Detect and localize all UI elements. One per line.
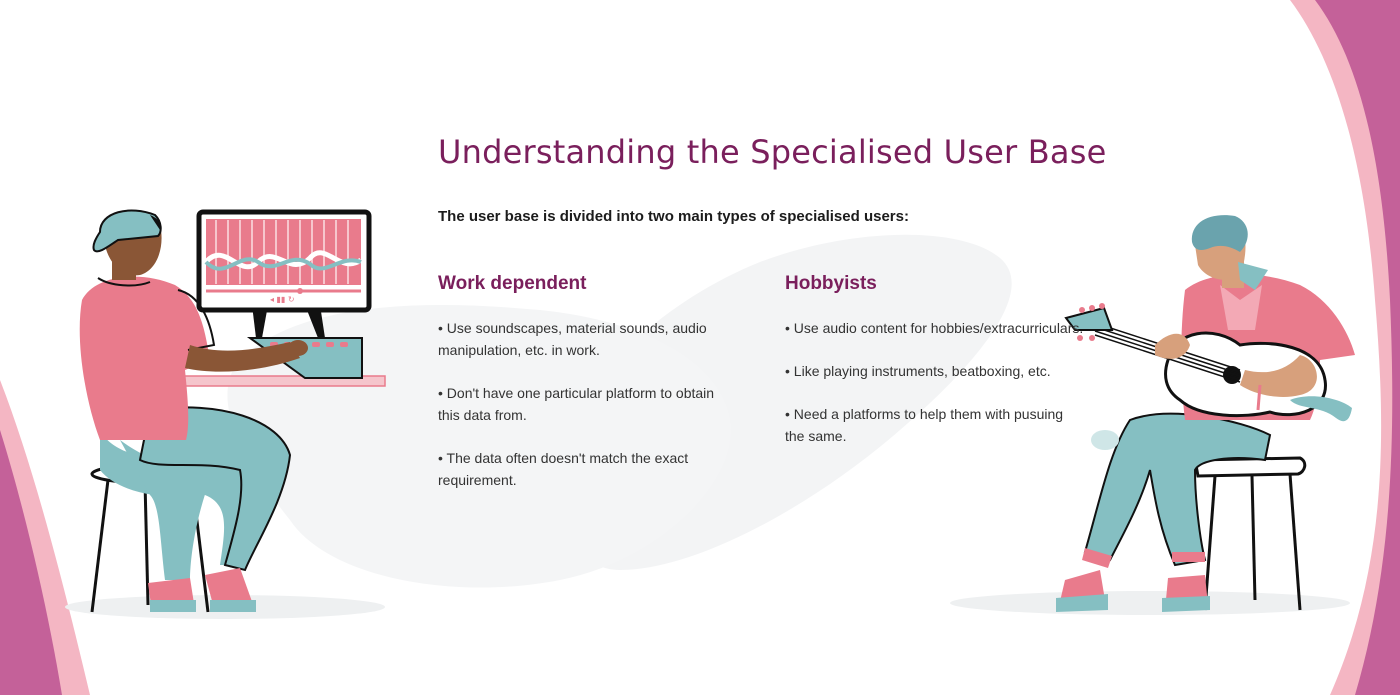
hobbyists-column: Hobbyists • Use audio content for hobbie… bbox=[785, 273, 1085, 468]
cap bbox=[92, 209, 162, 253]
hair bbox=[1191, 215, 1248, 252]
list-item: • Like playing instruments, beatboxing, … bbox=[785, 363, 1051, 379]
work-dependent-column: Work dependent • Use soundscapes, materi… bbox=[438, 273, 738, 512]
guitar-headstock bbox=[1064, 306, 1114, 331]
page-title: Understanding the Specialised User Base bbox=[438, 133, 1107, 171]
left-wave bbox=[0, 430, 62, 695]
page-subtitle: The user base is divided into two main t… bbox=[438, 208, 909, 225]
right-wave bbox=[1315, 0, 1400, 695]
list-item: • Don't have one particular platform to … bbox=[438, 385, 715, 423]
column-heading: Work dependent bbox=[438, 273, 587, 294]
bullet-list: • Use soundscapes, material sounds, audi… bbox=[438, 317, 738, 491]
bullet-list: • Use audio content for hobbies/extracur… bbox=[785, 317, 1085, 447]
list-item: • Need a platforms to help them with pus… bbox=[785, 406, 1064, 444]
list-item: • The data often doesn't match the exact… bbox=[438, 450, 689, 488]
right-wave bbox=[1290, 0, 1400, 695]
list-item: • Use soundscapes, material sounds, audi… bbox=[438, 320, 707, 358]
person-shirt bbox=[79, 276, 210, 440]
ground-shadow bbox=[950, 591, 1350, 615]
svg-text:◂ ▮▮ ↻: ◂ ▮▮ ↻ bbox=[270, 295, 295, 304]
column-heading: Hobbyists bbox=[785, 273, 877, 294]
list-item: • Use audio content for hobbies/extracur… bbox=[785, 320, 1084, 336]
